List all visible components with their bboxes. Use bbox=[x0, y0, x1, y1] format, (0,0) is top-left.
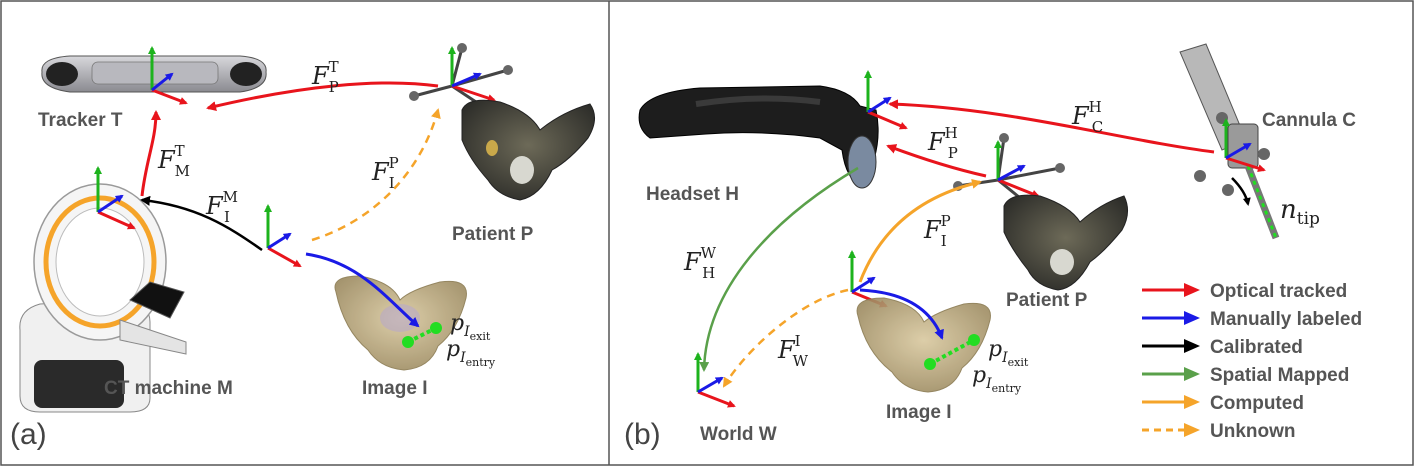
legend-label: Spatial Mapped bbox=[1210, 365, 1349, 386]
tracker-frame-axes-icon bbox=[148, 46, 188, 105]
legend-arrowhead bbox=[1184, 311, 1200, 325]
arrow-fpt bbox=[206, 81, 439, 112]
headset-label: Headset H bbox=[646, 184, 739, 205]
image-b-entry-exit-points bbox=[924, 334, 980, 370]
patient-label: Patient P bbox=[452, 224, 534, 245]
arrow-blue-b bbox=[859, 288, 944, 340]
legend-item: Manually labeled bbox=[1142, 309, 1362, 330]
legend-item: Optical tracked bbox=[1142, 281, 1347, 302]
panel-a-tag: (a) bbox=[10, 418, 47, 451]
arrow-fip-b bbox=[858, 178, 982, 283]
arrow-fip bbox=[311, 108, 441, 242]
legend-item: Calibrated bbox=[1142, 337, 1303, 358]
image-frame-axes-icon bbox=[264, 204, 302, 268]
headset-icon bbox=[638, 85, 879, 189]
arrow-fwi bbox=[722, 288, 849, 388]
patient-pelvis-icon bbox=[461, 99, 595, 201]
world-frame-axes-icon bbox=[694, 352, 736, 408]
label-ntip: ntip bbox=[1280, 195, 1320, 229]
image-pelvis-b-icon bbox=[856, 297, 991, 393]
arrow-fhw bbox=[699, 166, 859, 372]
patient-marker-icon bbox=[409, 43, 513, 112]
headset-frame-axes-icon bbox=[864, 70, 908, 130]
arrow-fch bbox=[888, 99, 1215, 154]
legend-arrowhead bbox=[1184, 339, 1200, 353]
panel-b-tag: (b) bbox=[624, 418, 661, 451]
legend-label: Unknown bbox=[1210, 421, 1296, 442]
legend-label: Optical tracked bbox=[1210, 281, 1347, 302]
patient-marker-b-icon bbox=[953, 133, 1065, 208]
legend-label: Computed bbox=[1210, 393, 1304, 414]
patient-b-label: Patient P bbox=[1006, 290, 1088, 311]
legend-arrowhead bbox=[1184, 367, 1200, 381]
legend-label: Calibrated bbox=[1210, 337, 1303, 358]
cannula-label: Cannula C bbox=[1262, 110, 1356, 131]
label-p-entry-b: pIentry bbox=[972, 363, 1022, 395]
tracker-label: Tracker T bbox=[38, 110, 123, 131]
image-pelvis-icon bbox=[334, 275, 467, 371]
ct-label: CT machine M bbox=[104, 378, 233, 399]
legend-arrowhead bbox=[1184, 283, 1200, 297]
legend-item: Spatial Mapped bbox=[1142, 365, 1349, 386]
image-label: Image I bbox=[362, 378, 427, 399]
patient-pelvis-b-icon bbox=[1003, 194, 1128, 291]
legend-arrowhead bbox=[1184, 395, 1200, 409]
cannula-icon bbox=[1179, 43, 1280, 240]
legend-item: Unknown bbox=[1142, 421, 1296, 442]
panel-a: Tracker T Patient P bbox=[10, 43, 595, 451]
arrow-ntip bbox=[1231, 177, 1251, 206]
label-p-exit-b: pIexit bbox=[988, 337, 1029, 369]
legend-item: Computed bbox=[1142, 393, 1304, 414]
arrow-fim bbox=[140, 195, 263, 252]
image-entry-exit-points bbox=[402, 322, 442, 348]
arrow-fmt bbox=[140, 110, 161, 197]
image-b-label: Image I bbox=[886, 402, 951, 423]
arrow-fph bbox=[886, 144, 987, 178]
label-p-entry-a: pIentry bbox=[446, 337, 496, 369]
legend-label: Manually labeled bbox=[1210, 309, 1362, 330]
arrow-blue-a bbox=[305, 252, 420, 328]
legend-arrowhead bbox=[1184, 423, 1200, 437]
panel-b: Headset H Cannula C ntip bbox=[624, 43, 1362, 451]
world-label: World W bbox=[700, 424, 777, 445]
ct-frame-axes-icon bbox=[94, 166, 136, 230]
label-p-exit-a: pIexit bbox=[450, 311, 491, 343]
tracker-device-icon bbox=[41, 55, 267, 93]
